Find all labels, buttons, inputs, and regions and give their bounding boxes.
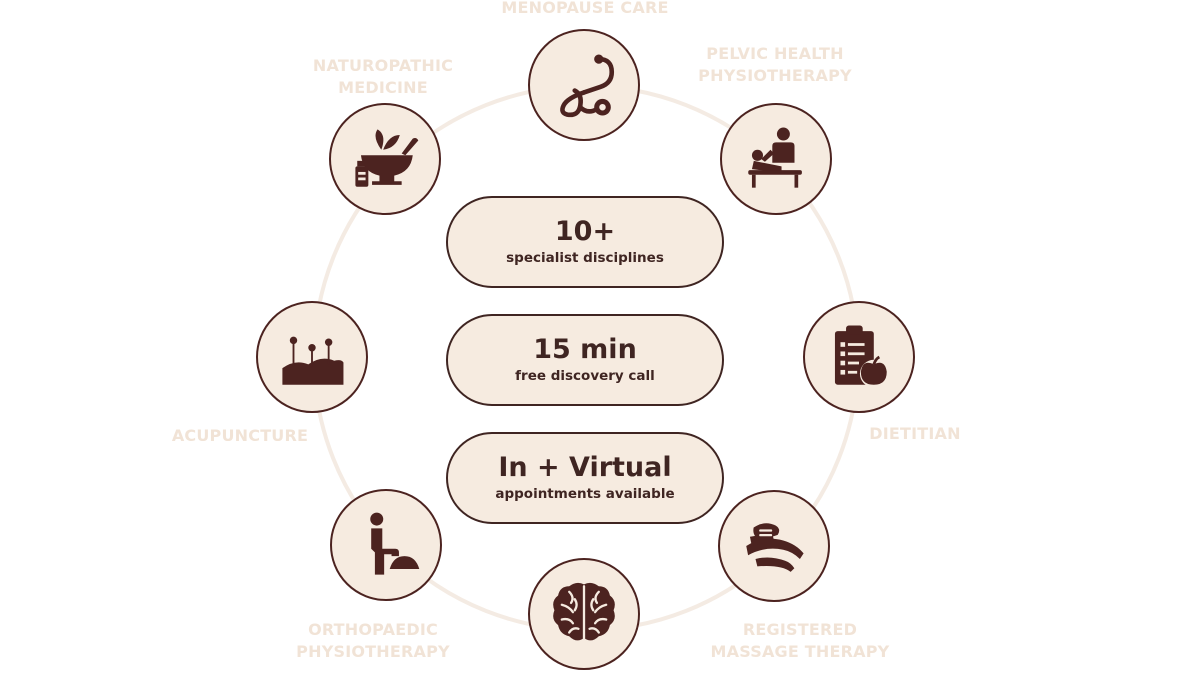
stat-value: 15 min: [533, 334, 637, 365]
acupuncture-node: [256, 301, 368, 413]
massage-label-line-1: REGISTERED: [742, 620, 858, 639]
naturopathic-label-line-2: MEDICINE: [338, 78, 428, 97]
mortar-pestle-herbs-icon: [355, 129, 419, 187]
pelvic-health-label-line-1: PELVIC HEALTH: [706, 44, 844, 63]
registered-massage-therapy-node: [718, 490, 830, 602]
stethoscope-icon: [560, 54, 615, 118]
menopause-care-label-line-1: MENOPAUSE CARE: [501, 0, 669, 17]
naturopathic-medicine-label: NATUROPATHIC MEDICINE: [298, 55, 468, 99]
stat-pill-disciplines: 10+ specialist disciplines: [446, 196, 724, 288]
pelvic-health-label-line-2: PHYSIOTHERAPY: [698, 66, 852, 85]
acupuncture-label: ACUPUNCTURE: [160, 425, 320, 447]
dietitian-label-line-1: DIETITIAN: [869, 424, 961, 443]
brain-health-node: [528, 558, 640, 670]
acupuncture-label-line-1: ACUPUNCTURE: [171, 426, 309, 445]
pelvic-health-physiotherapy-node: [720, 103, 832, 215]
stat-caption: specialist disciplines: [506, 250, 664, 266]
stat-pill-discovery-call: 15 min free discovery call: [446, 314, 724, 406]
diet-plan-icon: [834, 325, 888, 388]
orthopaedic-label-line-2: PHYSIOTHERAPY: [296, 642, 450, 661]
dietitian-node: [803, 301, 915, 413]
pelvic-health-physiotherapy-label: PELVIC HEALTH PHYSIOTHERAPY: [690, 43, 860, 87]
orthopaedic-physiotherapy-node: [330, 489, 442, 601]
stat-value: 10+: [554, 216, 616, 247]
step-exercise-icon: [370, 512, 420, 575]
brain-icon: [553, 582, 615, 643]
acupuncture-needles-icon: [282, 336, 344, 385]
stat-caption: appointments available: [495, 486, 675, 502]
menopause-care-node: [528, 29, 640, 141]
orthopaedic-label-line-1: ORTHOPAEDIC: [308, 620, 438, 639]
massage-icon: [746, 523, 804, 572]
registered-massage-therapy-label: REGISTERED MASSAGE THERAPY: [700, 619, 900, 663]
naturopathic-medicine-node: [329, 103, 441, 215]
dietitian-label: DIETITIAN: [860, 423, 970, 445]
orthopaedic-physiotherapy-label: ORTHOPAEDIC PHYSIOTHERAPY: [283, 619, 463, 663]
physiotherapy-treatment-icon: [748, 127, 802, 188]
menopause-care-label: MENOPAUSE CARE: [470, 0, 700, 19]
stat-pill-appointments: In + Virtual appointments available: [446, 432, 724, 524]
massage-label-line-2: MASSAGE THERAPY: [710, 642, 890, 661]
stat-value: In + Virtual: [498, 452, 672, 483]
stat-caption: free discovery call: [515, 368, 655, 384]
naturopathic-label-line-1: NATUROPATHIC: [312, 56, 454, 75]
